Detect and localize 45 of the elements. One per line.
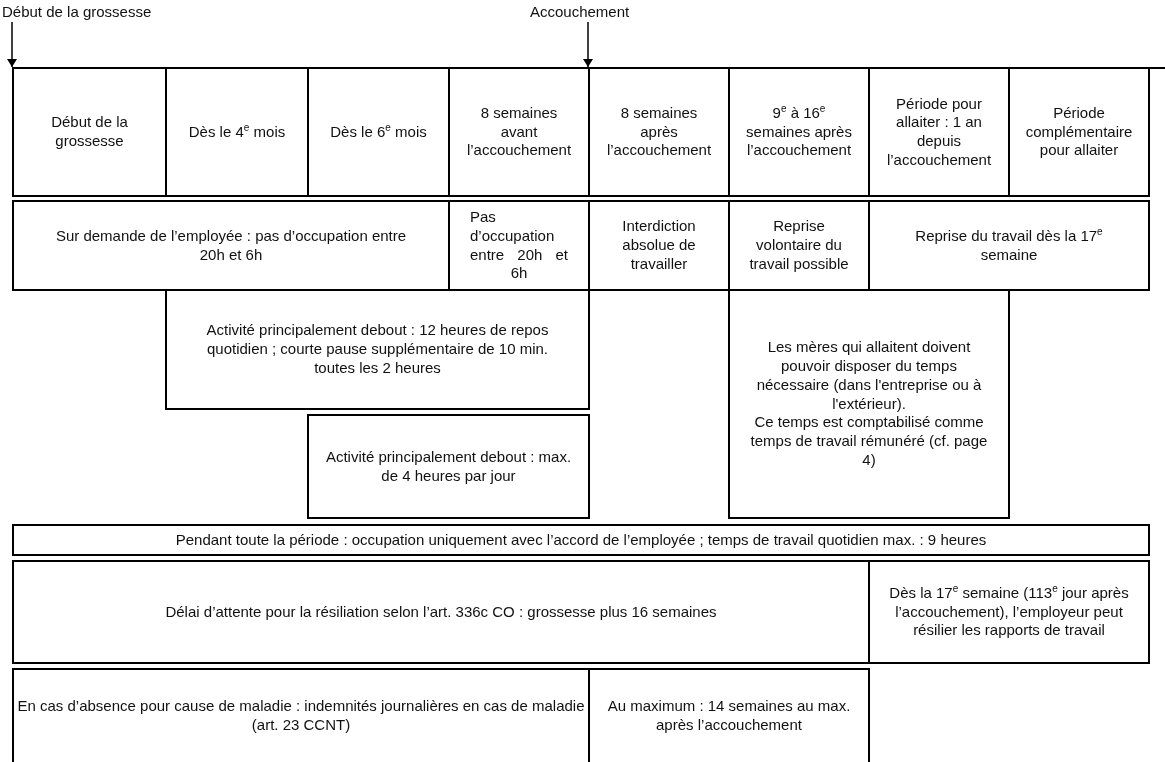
cell-text: Au maximum : 14 semaines au max. après l’accouchement [606, 697, 852, 735]
cell-text: Activité principalement debout : 12 heures de repos quotidien ; courte pause supplémentaire de 10 min. toutes les 2 heures [205, 321, 550, 378]
table-cell [588, 67, 730, 197]
table-cell [307, 414, 590, 519]
cell-text: Interdiction absolue de travailler [621, 217, 697, 274]
cell-text: Dès la 17$^{e}$ semaine (113$^{e}$ jour après l’accouchement), l’employeur peut résilier les rapports de travail [888, 583, 1130, 641]
table-cell [728, 289, 1010, 519]
cell-text: Les mères qui allaitent doivent pouvoir disposer du temps nécessaire (dans l'entreprise ou à l'extérieur). [755, 338, 983, 414]
table-cell [12, 560, 870, 664]
table-cell [728, 67, 870, 197]
cell-text: Pas d’occupation entre 20h et 6h [470, 208, 568, 283]
cell-text: Reprise volontaire du travail possible [748, 217, 850, 274]
table-cell [588, 200, 730, 291]
cell-text: 8 semaines avant l’accouchement [465, 103, 573, 161]
cell-text: Début de la grossesse [50, 113, 129, 151]
table-cell [307, 67, 450, 197]
arrow [7, 21, 17, 68]
table-cell [588, 668, 870, 762]
table-cell [868, 200, 1150, 291]
table-cell [12, 668, 590, 762]
cell-text: Activité principalement debout : max. de 4 heures par jour [324, 447, 573, 486]
cell-text: Délai d’attente pour la résiliation selon l’art. 336c CO : grossesse plus 16 semaines [165, 602, 717, 622]
timeline-marker-label: Accouchement [530, 2, 655, 22]
cell-text: Dès le 6$^{e}$ mois [330, 122, 427, 142]
timeline-marker-label: Début de la grossesse [2, 2, 212, 22]
cell-text: Période complémentaire pour allaiter [1024, 103, 1134, 161]
cell-text: Dès le 4$^{e}$ mois [188, 122, 286, 142]
cell-text: 9$^{e}$ à 16$^{e}$ semaines après l’accouchement [745, 103, 853, 161]
table-cell [868, 560, 1150, 664]
table-cell [868, 67, 1010, 197]
table-cell [12, 200, 450, 291]
cell-text: 8 semaines après l’accouchement [605, 103, 713, 161]
table-cell [12, 67, 167, 197]
cell-text: Sur demande de l’employée : pas d’occupation entre 20h et 6h [54, 226, 408, 265]
cell-text: Reprise du travail dès la 17$^{e}$ semaine [914, 226, 1104, 265]
cell-text: En cas d’absence pour cause de maladie : indemnités journalières en cas de maladie (art. 23 CCNT) [17, 697, 585, 735]
cell-text: Pendant toute la période : occupation uniquement avec l’accord de l’employée ; temps de travail quotidien max. : 9 heures [175, 530, 987, 550]
table-cell [12, 524, 1150, 556]
cell-text: Période pour allaiter : 1 an depuis l’accouchement [885, 94, 993, 170]
arrow [583, 21, 593, 68]
cell-text: Ce temps est comptabilisé comme temps de travail rémunéré (cf. page 4) [750, 413, 988, 470]
table-cell [165, 67, 309, 197]
table-cell [448, 67, 590, 197]
table-cell [165, 289, 590, 410]
table-cell [1008, 67, 1150, 197]
